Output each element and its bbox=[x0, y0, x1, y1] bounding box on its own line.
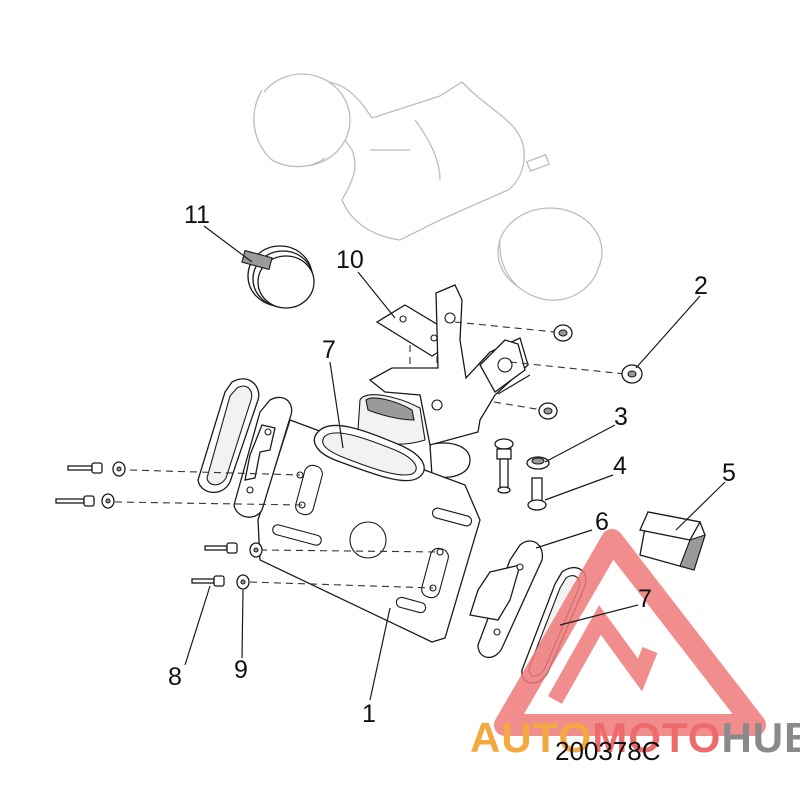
watermark-hub: HUB bbox=[721, 714, 800, 761]
cable-ties bbox=[241, 245, 315, 309]
flange-nuts bbox=[454, 321, 643, 420]
license-plate-bracket bbox=[257, 419, 481, 643]
callout-labels: 11 10 2 7 3 4 5 6 7 8 9 1 bbox=[168, 201, 736, 728]
gasket-right bbox=[469, 540, 544, 659]
callout-11: 11 bbox=[184, 201, 210, 229]
callout-8: 8 bbox=[168, 663, 182, 691]
gasket-left bbox=[233, 396, 293, 518]
leader-lines bbox=[184, 225, 726, 701]
screws-and-washers bbox=[55, 461, 441, 590]
screws-3-4 bbox=[494, 438, 550, 511]
callout-7-lower: 7 bbox=[638, 585, 652, 613]
support-bracket bbox=[357, 284, 531, 478]
watermark-auto: AUTO bbox=[470, 714, 592, 761]
figure-number: 200378C bbox=[555, 736, 661, 766]
fender-assembly-ghost bbox=[253, 73, 603, 301]
callout-4: 4 bbox=[613, 452, 627, 480]
watermark-logo bbox=[494, 529, 766, 736]
callout-10: 10 bbox=[336, 246, 364, 274]
pad bbox=[639, 511, 706, 571]
reflector-left bbox=[197, 378, 260, 493]
callout-1: 1 bbox=[362, 700, 376, 728]
watermark-moto: MOTO bbox=[592, 714, 721, 761]
callout-2: 2 bbox=[694, 272, 708, 300]
callout-5: 5 bbox=[722, 459, 736, 487]
svg-text:AUTOMOTOHUB: AUTOMOTOHUB bbox=[470, 714, 800, 761]
watermark-text: AUTOMOTOHUB bbox=[470, 714, 800, 761]
callout-6: 6 bbox=[595, 508, 609, 536]
callout-3: 3 bbox=[614, 403, 628, 431]
callout-9: 9 bbox=[234, 656, 248, 684]
callout-7-upper: 7 bbox=[322, 336, 336, 364]
